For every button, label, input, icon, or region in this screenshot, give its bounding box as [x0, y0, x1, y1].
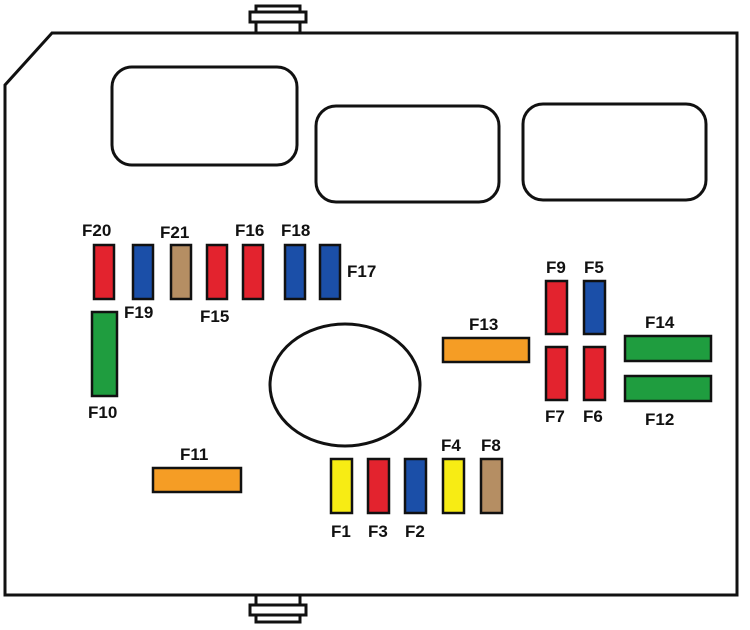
label-f15: F15: [200, 307, 229, 326]
label-f16: F16: [235, 221, 264, 240]
fuse-f19: [131, 243, 155, 301]
label-f10: F10: [88, 403, 117, 422]
label-f2: F2: [405, 522, 425, 541]
fuse-f6: [582, 345, 607, 402]
label-f12: F12: [645, 410, 674, 429]
fuse-f17: [318, 243, 342, 301]
fuse-f15: [205, 243, 229, 301]
label-f20: F20: [82, 221, 111, 240]
fuse-f7: [544, 345, 569, 402]
fuse-f18: [283, 243, 307, 301]
fuse-f12: [623, 374, 713, 403]
label-f9: F9: [546, 258, 566, 277]
central-round-slot: [268, 322, 422, 448]
label-f17: F17: [347, 262, 376, 281]
label-f6: F6: [583, 407, 603, 426]
label-f18: F18: [281, 221, 310, 240]
label-f7: F7: [545, 407, 565, 426]
relay-slot-left: [110, 65, 299, 167]
fuse-f2: [403, 457, 428, 515]
label-f21: F21: [160, 223, 189, 242]
fuse-f3: [366, 457, 391, 515]
fuse-f21: [169, 243, 193, 301]
fuse-f5: [582, 279, 607, 336]
label-f1: F1: [331, 522, 351, 541]
fuse-f4: [441, 457, 466, 515]
fuse-f10: [90, 310, 119, 398]
fuse-f20: [92, 243, 116, 301]
label-f14: F14: [645, 313, 675, 332]
label-f8: F8: [481, 436, 501, 455]
fuse-f11: [151, 466, 243, 494]
fuse-f1: [329, 457, 354, 515]
relay-slot-right: [521, 102, 708, 202]
bottom-connector-tab: [248, 592, 308, 624]
top-connector-tab: [248, 4, 308, 36]
fuse-f8: [479, 457, 504, 515]
label-f11: F11: [180, 445, 208, 464]
label-f3: F3: [368, 522, 388, 541]
relay-slot-middle: [314, 104, 501, 204]
label-f13: F13: [469, 315, 498, 334]
fuse-f9: [544, 279, 569, 336]
label-f19: F19: [124, 303, 153, 322]
fuse-f14: [623, 334, 713, 363]
label-f5: F5: [584, 258, 604, 277]
fuse-f16: [241, 243, 265, 301]
fuse-f13: [441, 336, 531, 364]
label-f4: F4: [441, 436, 461, 455]
